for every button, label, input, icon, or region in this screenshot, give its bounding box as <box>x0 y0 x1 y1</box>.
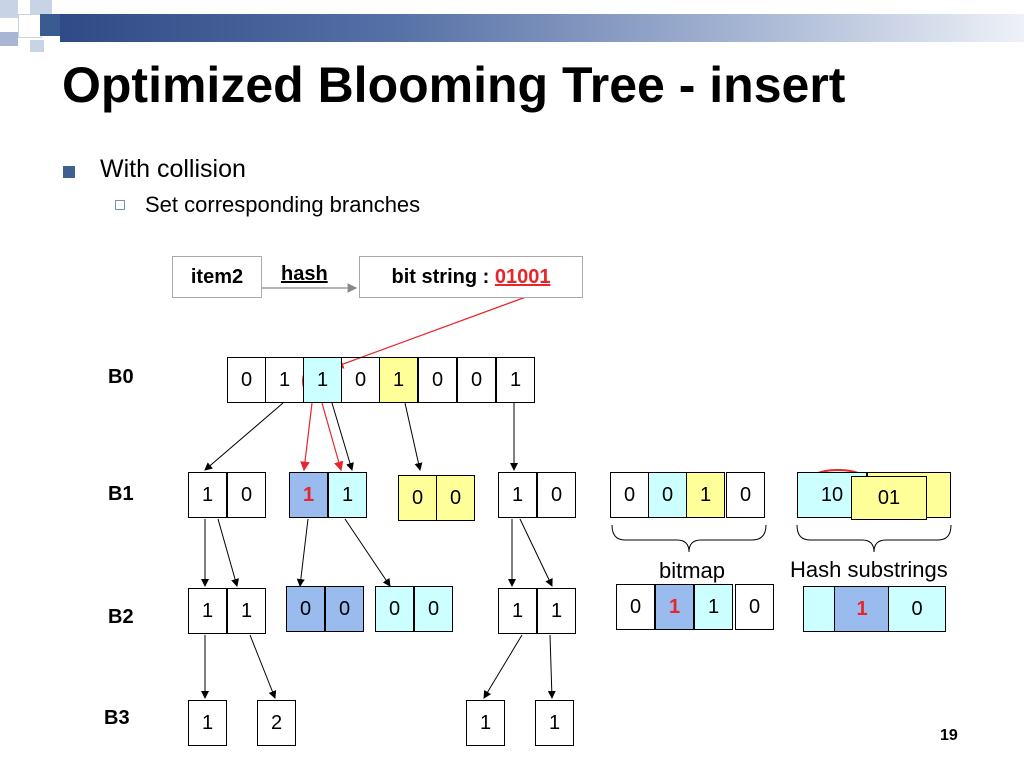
b2-node2-cell: 0 <box>325 586 364 632</box>
level-label-b2: B2 <box>108 606 134 628</box>
bitmap-cell: 0 <box>648 472 687 518</box>
b0-cell: 1 <box>265 357 304 403</box>
b1-node2-cell: 1 <box>328 472 367 518</box>
bullet-square-icon <box>63 166 75 178</box>
hash-substring-cell: 01 <box>851 476 927 520</box>
bitmap-cell: 0 <box>610 472 649 518</box>
b2-node1-cell: 1 <box>188 588 227 634</box>
b3-leaf-cell: 2 <box>257 700 296 746</box>
b2-node3-cell: 0 <box>375 586 414 632</box>
b3-leaf-cell: 1 <box>535 700 574 746</box>
bitmap-cell: 1 <box>694 584 733 630</box>
slide-title: Optimized Blooming Tree - insert <box>62 57 846 113</box>
b3-leaf-cell: 1 <box>188 700 227 746</box>
hash-substring-cell-set: 1 <box>834 586 890 632</box>
b2-node3-cell: 0 <box>414 586 453 632</box>
page-number: 19 <box>940 727 958 744</box>
bitstring-label: bit string : <box>391 265 495 288</box>
b0-cell: 1 <box>379 357 418 403</box>
sub-bullet-square-icon <box>115 200 125 210</box>
hash-substring-cell: 0 <box>888 586 946 632</box>
b0-cell: 0 <box>341 357 380 403</box>
sub-bullet-text: Set corresponding branches <box>145 192 421 217</box>
level-label-b3: B3 <box>104 707 130 729</box>
b1-node1-cell: 1 <box>188 472 227 518</box>
bitstring-value: 01001 <box>494 265 551 288</box>
header-bar <box>60 14 1024 42</box>
level-label-b0: B0 <box>108 366 134 388</box>
item-box: item2 <box>172 256 262 298</box>
bitmap-cell: 1 <box>686 472 725 518</box>
b0-cell: 0 <box>418 357 457 403</box>
b2-node4-cell: 1 <box>537 588 576 634</box>
b1-node4-cell: 1 <box>498 472 537 518</box>
hash-label: hash <box>281 263 328 285</box>
b0-cell: 1 <box>496 357 535 403</box>
b3-leaf-cell: 1 <box>466 700 505 746</box>
bitmap-cell: 0 <box>735 584 774 630</box>
header-decoration <box>0 0 80 60</box>
b0-cell-selected: 1 <box>303 357 342 403</box>
bitmap-cell-set: 1 <box>655 584 694 630</box>
b0-cell: 0 <box>457 357 496 403</box>
b0-cell: 0 <box>227 357 266 403</box>
b2-node1-cell: 1 <box>227 588 266 634</box>
b1-node1-cell: 0 <box>227 472 266 518</box>
b2-node4-cell: 1 <box>498 588 537 634</box>
bullet-text: With collision <box>100 155 246 183</box>
bitmap-cell: 0 <box>726 472 765 518</box>
b1-node4-cell: 0 <box>537 472 576 518</box>
hash-substrings-caption: Hash substrings <box>790 557 948 582</box>
bitstring-box: bit string : 01001 <box>359 256 583 298</box>
level-label-b1: B1 <box>108 483 134 505</box>
b1-node2-cell-set: 1 <box>289 472 328 518</box>
b1-node3-cell: 0 <box>398 475 437 521</box>
bitmap-caption: bitmap <box>659 558 726 583</box>
b1-node3-cell: 0 <box>436 475 475 521</box>
bitmap-cell: 0 <box>616 584 655 630</box>
b2-node2-cell: 0 <box>286 586 325 632</box>
